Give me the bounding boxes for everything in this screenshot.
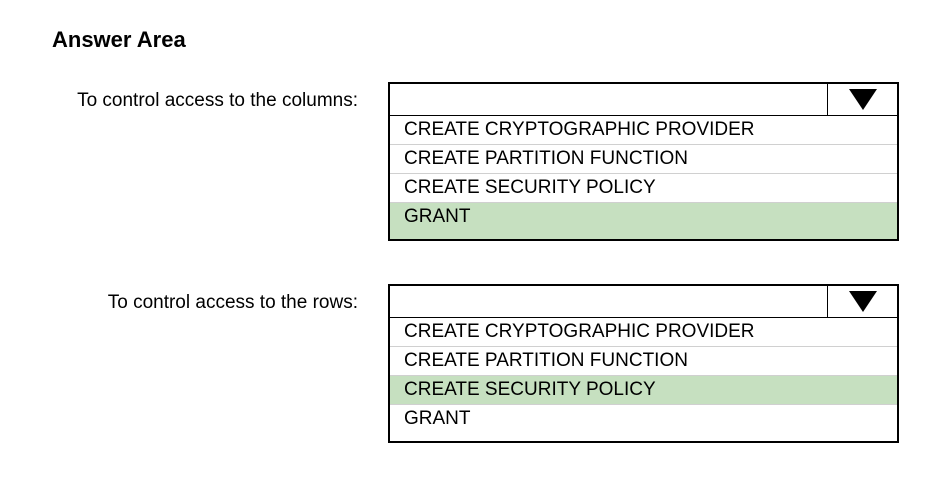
dropdown-option[interactable]: GRANT [390, 203, 897, 239]
dropdown-rows[interactable]: CREATE CRYPTOGRAPHIC PROVIDER CREATE PAR… [388, 284, 899, 443]
dropdown-option[interactable]: CREATE SECURITY POLICY [390, 174, 897, 203]
dropdown-option[interactable]: CREATE PARTITION FUNCTION [390, 145, 897, 174]
dropdown-header[interactable] [390, 286, 897, 318]
dropdown-option[interactable]: CREATE CRYPTOGRAPHIC PROVIDER [390, 318, 897, 347]
triangle-down-icon [848, 291, 877, 312]
triangle-down-icon [848, 89, 877, 110]
dropdown-header[interactable] [390, 84, 897, 116]
dropdown-columns[interactable]: CREATE CRYPTOGRAPHIC PROVIDER CREATE PAR… [388, 82, 899, 241]
dropdown-options-list: CREATE CRYPTOGRAPHIC PROVIDER CREATE PAR… [390, 318, 897, 441]
question-label-columns: To control access to the columns: [77, 90, 358, 111]
dropdown-option[interactable]: CREATE SECURITY POLICY [390, 376, 897, 405]
dropdown-toggle-button[interactable] [827, 286, 897, 317]
dropdown-option[interactable]: GRANT [404, 408, 471, 429]
dropdown-toggle-button[interactable] [827, 84, 897, 115]
answer-area-title: Answer Area [52, 27, 186, 52]
dropdown-option[interactable]: CREATE CRYPTOGRAPHIC PROVIDER [390, 116, 897, 145]
question-label-rows: To control access to the rows: [107, 292, 358, 313]
dropdown-option[interactable]: CREATE PARTITION FUNCTION [390, 347, 897, 376]
dropdown-options-list: CREATE CRYPTOGRAPHIC PROVIDER CREATE PAR… [390, 116, 897, 239]
